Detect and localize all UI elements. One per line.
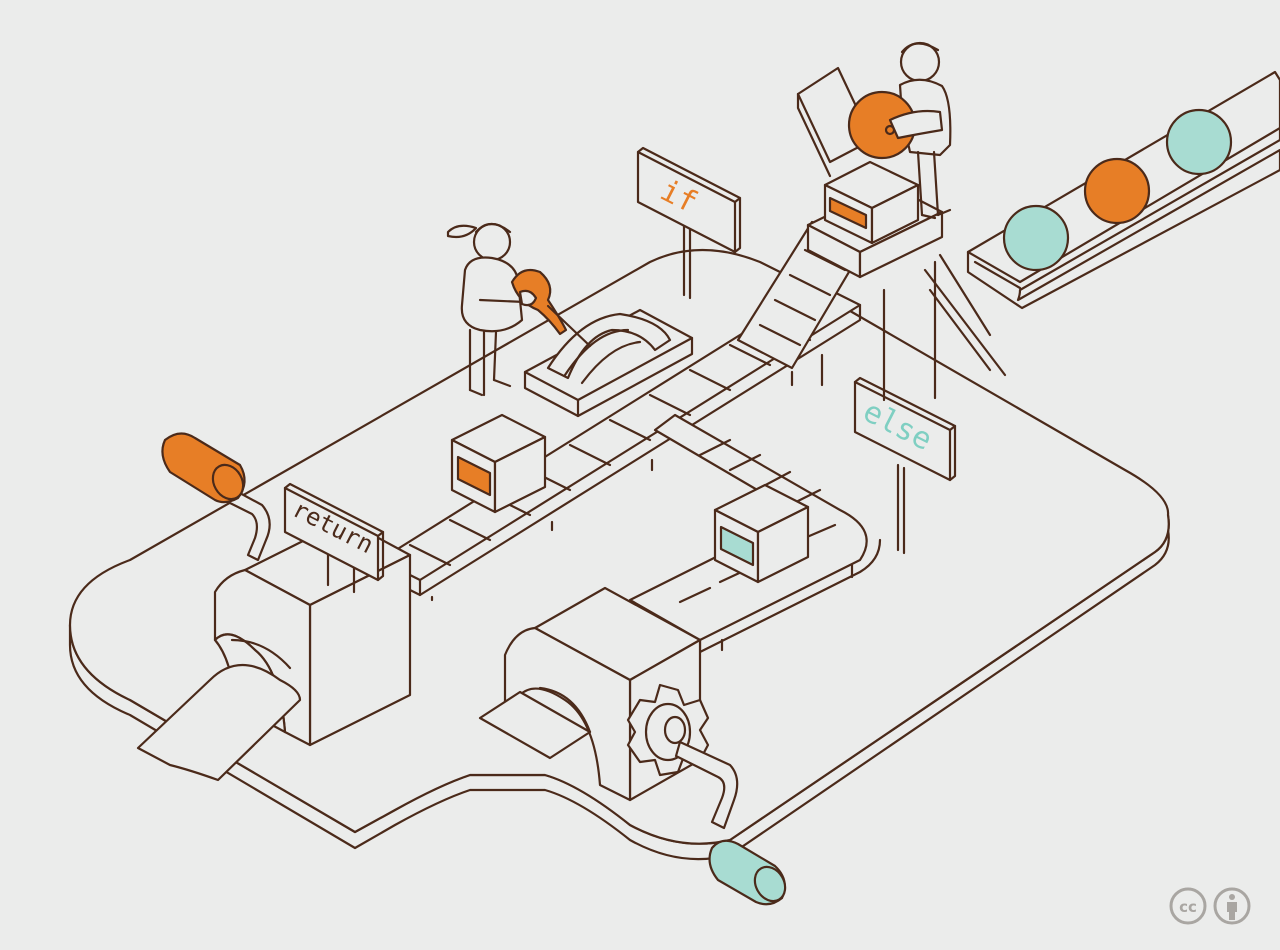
box-teal-lower (713, 483, 810, 584)
cc-icon-label: cc (1179, 898, 1197, 916)
return-machine (136, 518, 412, 782)
else-conveyor (628, 413, 882, 654)
ball-rail (966, 70, 1280, 310)
gear-machine (478, 586, 710, 802)
worker-man (847, 41, 952, 220)
attribution-icon (1213, 887, 1251, 925)
sorter-tower (796, 66, 1007, 402)
license-badges: cc (1169, 887, 1251, 925)
box-orange-upper (450, 413, 547, 514)
creative-commons-icon: cc (1169, 887, 1207, 925)
if-sign: if (636, 146, 742, 300)
worker-woman (446, 222, 592, 397)
right-crank-handle (674, 740, 787, 906)
left-crank-handle (161, 432, 271, 562)
chopper-machine (523, 308, 694, 418)
